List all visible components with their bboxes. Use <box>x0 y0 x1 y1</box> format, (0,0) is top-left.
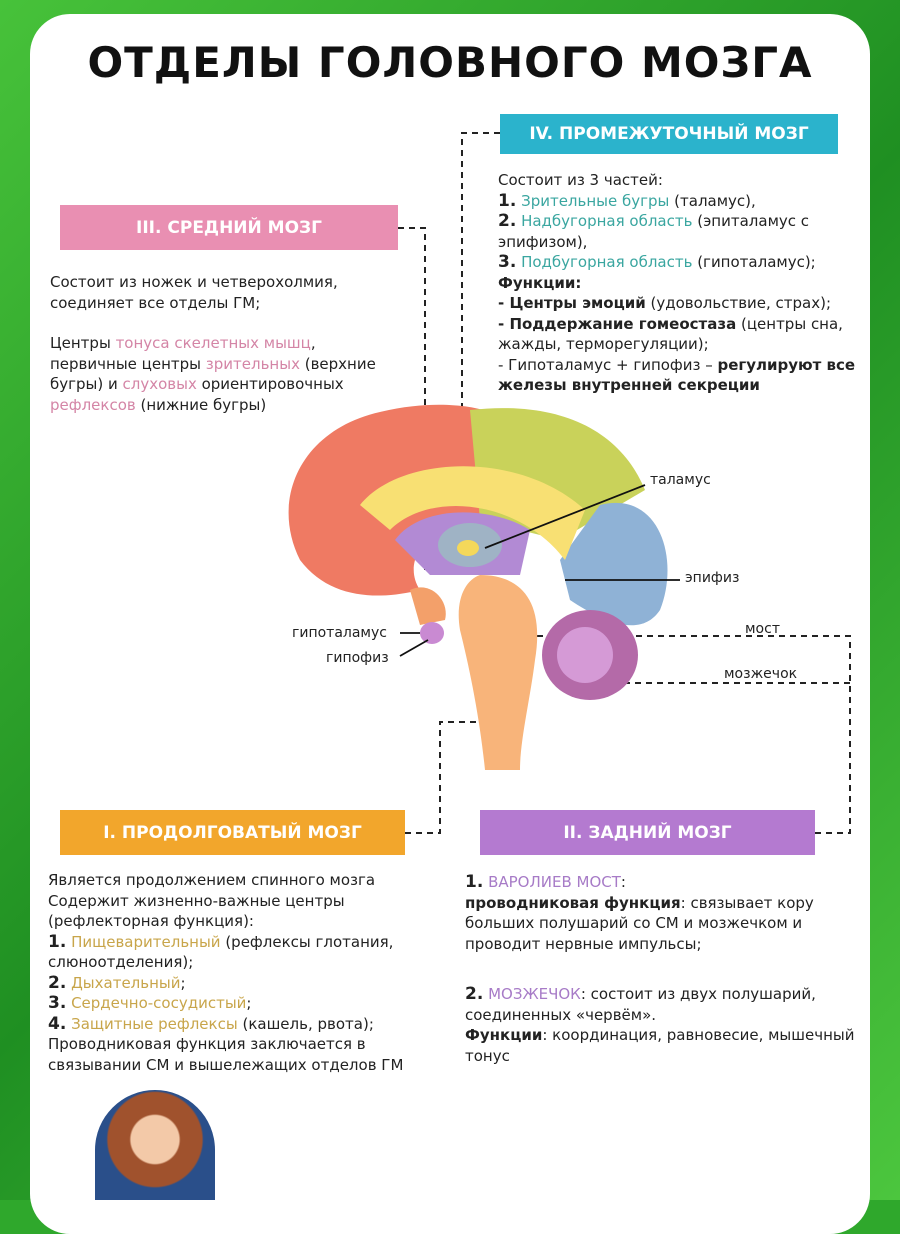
label-hypothalamus: гипоталамус <box>292 625 387 641</box>
cerebellum-vermis <box>557 627 613 683</box>
heading-diencephalon: IV. ПРОМЕЖУТОЧНЫЙ МОЗГ <box>500 114 838 154</box>
label-epiphysis: эпифиз <box>685 570 739 586</box>
label-pons: мост <box>745 621 780 637</box>
midbrain-text: Состоит из ножек и четверохолмия, соедин… <box>50 272 380 415</box>
heading-hindbrain: II. ЗАДНИЙ МОЗГ <box>480 810 815 855</box>
brain <box>289 405 668 770</box>
brainstem <box>459 575 538 770</box>
heading-medulla: I. ПРОДОЛГОВАТЫЙ МОЗГ <box>60 810 405 855</box>
label-hypophysis: гипофиз <box>326 650 389 666</box>
medulla-text: Является продолжением спинного мозга Сод… <box>48 870 418 1075</box>
label-cerebellum: мозжечок <box>724 666 797 682</box>
diencephalon-text: Состоит из 3 частей: 1. Зрительные бугры… <box>498 170 868 396</box>
label-thalamus: таламус <box>650 472 711 488</box>
hypophysis <box>420 622 444 644</box>
hypothalamus <box>410 587 446 625</box>
teacher-avatar <box>95 1090 215 1200</box>
heading-midbrain: III. СРЕДНИЙ МОЗГ <box>60 205 398 250</box>
thalamus-core <box>457 540 479 556</box>
hindbrain-text: 1. ВАРОЛИЕВ МОСТ: проводниковая функция:… <box>465 872 855 1066</box>
